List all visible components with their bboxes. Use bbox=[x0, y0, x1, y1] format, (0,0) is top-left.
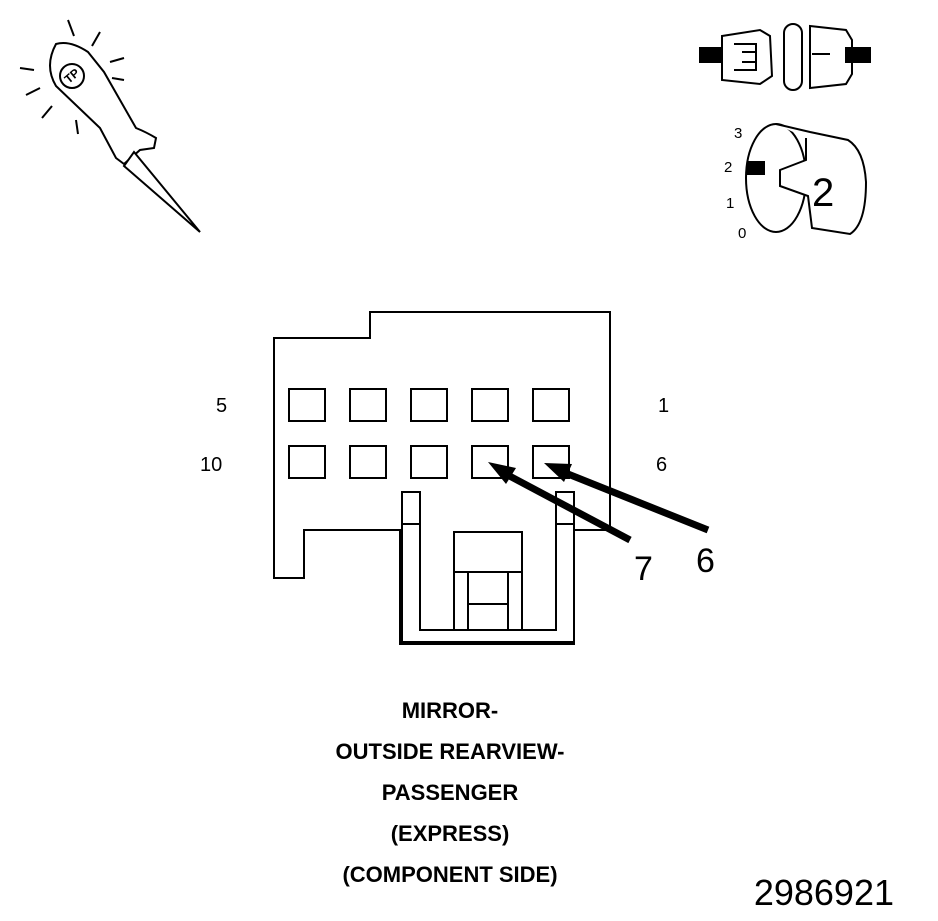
pin-label-bottom-left: 10 bbox=[200, 454, 222, 476]
pin-cavity bbox=[410, 445, 448, 479]
ignition-position-3: 3 bbox=[734, 125, 742, 142]
pin-cavity bbox=[410, 388, 448, 422]
caption-line: OUTSIDE REARVIEW- bbox=[335, 739, 565, 764]
pin-label-bottom-right: 6 bbox=[656, 454, 667, 476]
ignition-selected-position: 2 bbox=[812, 171, 834, 215]
callout-arrow-6 bbox=[556, 466, 710, 534]
pin-cavity bbox=[471, 445, 509, 479]
pin-cavity bbox=[288, 445, 326, 479]
callout-arrow-7 bbox=[500, 468, 632, 544]
connector-body bbox=[273, 311, 611, 645]
caption-line: PASSENGER bbox=[381, 780, 519, 805]
callout-label-7: 7 bbox=[634, 550, 653, 588]
connector-caption: MIRROR- OUTSIDE REARVIEW- PASSENGER (EXP… bbox=[0, 690, 900, 895]
ignition-position-1: 1 bbox=[726, 195, 734, 212]
pin-cavity bbox=[288, 388, 326, 422]
pin-cavities bbox=[288, 388, 570, 479]
caption-line: (COMPONENT SIDE) bbox=[342, 862, 558, 887]
figure-id: 2986921 bbox=[753, 872, 894, 913]
test-probe-icon bbox=[19, 19, 201, 233]
callout-arrowhead-6 bbox=[544, 463, 572, 482]
pin-cavity bbox=[471, 388, 509, 422]
pin-label-top-left: 5 bbox=[216, 395, 227, 417]
callout-arrowhead-7 bbox=[488, 462, 516, 484]
pin-cavity bbox=[349, 388, 387, 422]
caption-line: MIRROR- bbox=[401, 698, 499, 723]
callout-arrows bbox=[488, 462, 710, 544]
connector-disconnect-icon bbox=[699, 23, 871, 91]
callout-label-6: 6 bbox=[696, 542, 715, 580]
ignition-position-0: 0 bbox=[738, 225, 746, 242]
ignition-key-icon bbox=[745, 123, 868, 236]
ignition-position-2: 2 bbox=[724, 159, 732, 176]
pin-cavity bbox=[349, 445, 387, 479]
pin-label-top-right: 1 bbox=[658, 395, 669, 417]
caption-line: (EXPRESS) bbox=[390, 821, 510, 846]
pin-cavity bbox=[532, 388, 570, 422]
